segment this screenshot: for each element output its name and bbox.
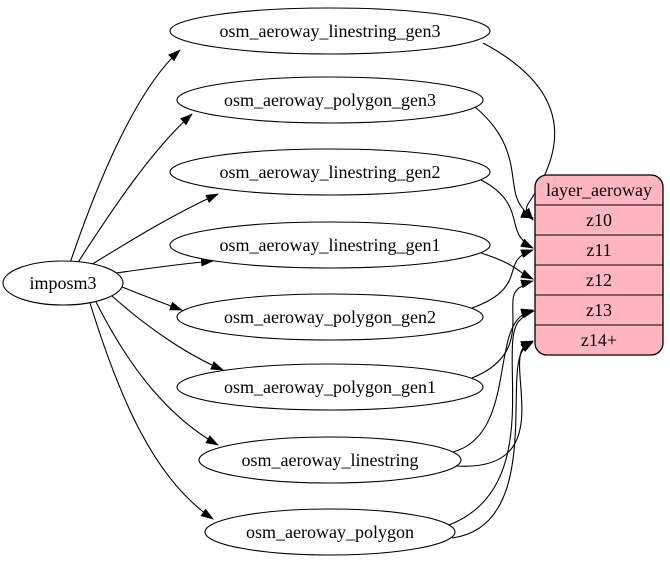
- table-node-label: osm_aeroway_linestring_gen2: [220, 162, 441, 182]
- edge-polygon-to-z13: [448, 309, 535, 526]
- table-node-ellipse: [169, 148, 491, 196]
- layer-row-z13: z13: [586, 300, 612, 320]
- table-node-polygon-gen2: osm_aeroway_polygon_gen2: [176, 293, 484, 341]
- edge-polygon-to-z14: [451, 341, 534, 539]
- table-node-label: osm_aeroway_linestring: [242, 450, 419, 470]
- edge-imposm3-to-linestring: [94, 299, 219, 446]
- layer-row-z10: z10: [586, 210, 612, 230]
- layer-node-aeroway: layer_aeroway z10 z11 z12 z13 z14+: [534, 174, 664, 356]
- table-node-ellipse: [176, 76, 484, 124]
- table-node-label: osm_aeroway_polygon: [246, 522, 414, 542]
- table-node-ellipse: [204, 508, 456, 556]
- table-node-ellipse: [176, 363, 484, 411]
- edge-linestring-gen2-to-z11: [480, 179, 534, 249]
- table-node-linestring-gen2: osm_aeroway_linestring_gen2: [169, 148, 491, 196]
- table-node-polygon: osm_aeroway_polygon: [204, 508, 456, 556]
- table-node-ellipse: [169, 221, 491, 269]
- edge-polygon-gen2-to-z11: [471, 249, 534, 309]
- layer-row-z11: z11: [586, 240, 611, 260]
- table-node-label: osm_aeroway_polygon_gen3: [224, 90, 436, 110]
- edge-imposm3-to-polygon-gen3: [76, 113, 193, 265]
- source-node-ellipse: [2, 260, 124, 306]
- table-node-polygon-gen3: osm_aeroway_polygon_gen3: [176, 76, 484, 124]
- edge-imposm3-to-polygon-gen2: [121, 286, 183, 311]
- edge-linestring-gen1-to-z12: [480, 252, 534, 280]
- table-node-ellipse: [198, 436, 462, 484]
- edge-polygon-gen1-to-z12: [471, 279, 534, 379]
- edge-imposm3-to-polygon: [89, 302, 214, 520]
- table-node-linestring: osm_aeroway_linestring: [198, 436, 462, 484]
- layer-node-title: layer_aeroway: [546, 180, 652, 200]
- table-node-label: osm_aeroway_linestring_gen3: [220, 21, 441, 41]
- table-node-ellipse: [169, 7, 491, 55]
- table-node-linestring-gen1: osm_aeroway_linestring_gen1: [169, 221, 491, 269]
- source-node-imposm3: imposm3: [2, 260, 124, 306]
- edge-imposm3-to-linestring-gen3: [69, 49, 181, 264]
- table-node-label: osm_aeroway_linestring_gen1: [220, 235, 441, 255]
- edge-imposm3-to-polygon-gen1: [111, 295, 224, 371]
- edge-imposm3-to-linestring-gen2: [85, 193, 219, 269]
- table-node-label: osm_aeroway_polygon_gen2: [224, 307, 436, 327]
- layer-row-z12: z12: [586, 270, 612, 290]
- edges-from-source: [69, 49, 224, 520]
- source-node-label: imposm3: [29, 273, 96, 293]
- table-node-polygon-gen1: osm_aeroway_polygon_gen1: [176, 363, 484, 411]
- table-node-linestring-gen3: osm_aeroway_linestring_gen3: [169, 7, 491, 55]
- layer-row-z14: z14+: [581, 330, 617, 350]
- table-node-label: osm_aeroway_polygon_gen1: [224, 377, 436, 397]
- table-node-ellipse: [176, 293, 484, 341]
- edge-imposm3-to-linestring-gen1: [109, 257, 214, 275]
- edge-polygon-gen3-to-z10: [474, 106, 534, 221]
